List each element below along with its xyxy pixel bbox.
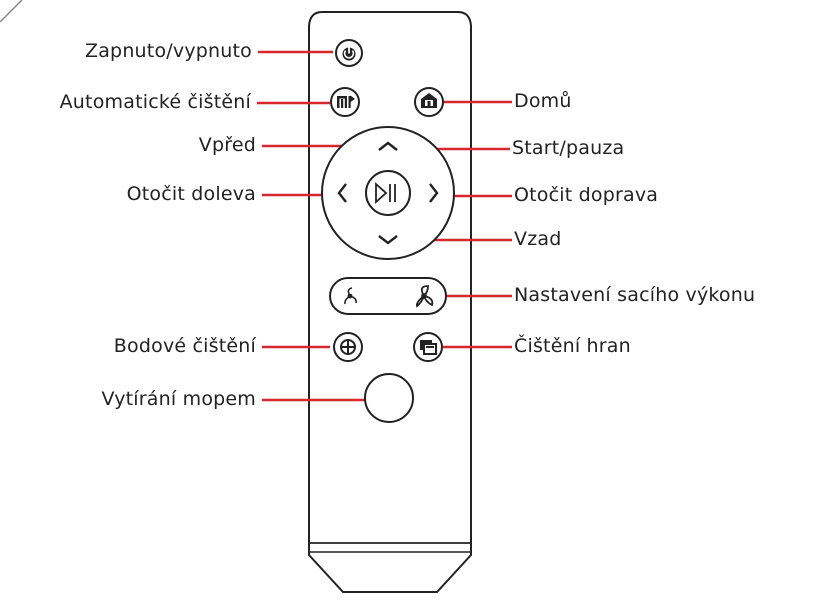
label-backward: Vzad: [514, 228, 562, 250]
label-auto-clean: Automatické čištění: [59, 91, 251, 113]
home-icon: [421, 93, 437, 108]
suction-control[interactable]: [329, 277, 447, 315]
home-button[interactable]: [414, 87, 444, 117]
label-suction: Nastavení sacího výkonu: [514, 284, 756, 306]
edge-clean-button[interactable]: [413, 332, 443, 362]
power-icon: [342, 47, 356, 61]
chevron-up-icon[interactable]: [378, 141, 398, 151]
mop-button[interactable]: [364, 373, 414, 423]
label-turn-right: Otočit doprava: [514, 184, 659, 206]
fan-high-icon: [415, 285, 434, 308]
label-home: Domů: [514, 90, 572, 112]
corner-mark: [0, 0, 23, 23]
chevron-down-icon[interactable]: [378, 235, 398, 245]
fan-low-icon: [344, 287, 357, 305]
label-power: Zapnuto/vypnuto: [85, 40, 252, 62]
power-button[interactable]: [335, 39, 363, 67]
label-spot-clean: Bodové čištění: [113, 335, 256, 357]
play-pause-icon: [375, 181, 396, 205]
label-edge-clean: Čištění hran: [514, 335, 631, 357]
direction-pad: [321, 126, 455, 260]
label-turn-left: Otočit doleva: [126, 183, 256, 205]
start-pause-button[interactable]: [365, 170, 411, 216]
chevron-left-icon[interactable]: [337, 183, 347, 203]
auto-clean-icon: [337, 95, 355, 108]
spot-clean-button[interactable]: [333, 332, 363, 362]
spot-clean-icon: [340, 339, 356, 355]
auto-clean-button[interactable]: [330, 87, 360, 117]
chevron-right-icon[interactable]: [429, 183, 439, 203]
edge-clean-icon: [420, 340, 437, 355]
label-start-pause: Start/pauza: [512, 137, 625, 159]
label-mop: Vytírání mopem: [101, 388, 256, 410]
label-forward: Vpřed: [198, 134, 256, 156]
